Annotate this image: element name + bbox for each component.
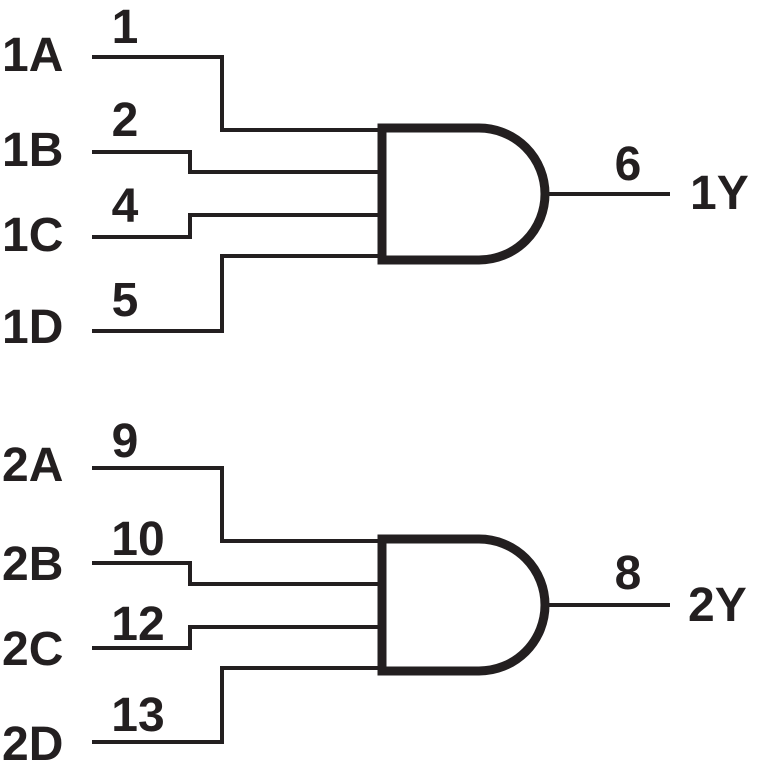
input-label-2b: 2B <box>2 538 63 591</box>
input-label-1a: 1A <box>2 29 63 82</box>
wire-input-1c <box>92 213 380 239</box>
pin-number-6: 6 <box>615 138 642 191</box>
and-gate-1-symbol <box>377 123 550 265</box>
pin-number-5: 5 <box>112 274 139 327</box>
and-gate-2-symbol <box>377 534 550 676</box>
wire-input-2c <box>92 625 380 650</box>
pin-number-9: 9 <box>112 415 139 468</box>
gate-1-group: 1A 1B 1C 1D 1 2 4 5 6 1Y <box>2 1 749 354</box>
wire-input-1a <box>92 55 380 132</box>
pin-number-2: 2 <box>112 94 139 147</box>
input-label-1d: 1D <box>2 301 63 354</box>
output-label-1y: 1Y <box>690 167 749 220</box>
input-label-1c: 1C <box>2 209 63 262</box>
gate-2-group: 2A 2B 2C 2D 9 10 12 13 8 2Y <box>2 415 747 765</box>
pin-number-8: 8 <box>615 547 642 600</box>
input-label-2c: 2C <box>2 623 63 676</box>
pin-number-10: 10 <box>111 513 164 566</box>
wire-input-1d <box>92 254 380 333</box>
output-label-2y: 2Y <box>688 579 747 632</box>
pin-number-12: 12 <box>111 598 164 651</box>
wire-input-2a <box>92 466 380 543</box>
wire-input-2d <box>92 666 380 744</box>
input-label-2d: 2D <box>2 718 63 765</box>
wire-input-2b <box>92 561 380 586</box>
pin-number-1: 1 <box>112 1 139 54</box>
input-label-2a: 2A <box>2 439 63 492</box>
input-label-1b: 1B <box>2 124 63 177</box>
wire-input-1b <box>92 150 380 174</box>
pin-number-4: 4 <box>112 180 139 233</box>
pin-number-13: 13 <box>111 689 164 742</box>
